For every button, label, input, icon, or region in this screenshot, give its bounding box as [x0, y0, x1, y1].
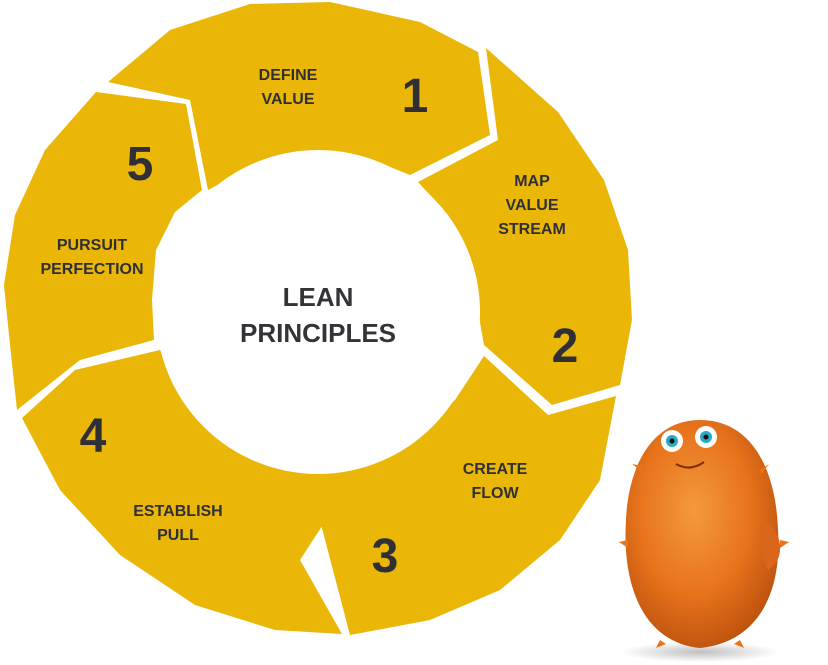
step-1-number: 1: [402, 70, 429, 123]
step-4-label-line-1: ESTABLISH: [133, 503, 222, 520]
step-4-number: 4: [80, 410, 107, 463]
center-hub: LEAN PRINCIPLES: [156, 150, 480, 474]
fuzzy-orange-monster-mascot-icon: [619, 420, 789, 662]
mascot-right-pupil: [703, 434, 709, 440]
mascot-body: [625, 420, 779, 648]
step-2-label-line-1: MAP: [514, 173, 550, 190]
step-1-shape: [108, 2, 490, 190]
step-3-label-line-1: CREATE: [463, 461, 528, 478]
step-2-label-line-2: VALUE: [505, 197, 558, 214]
mascot-arm: [760, 520, 781, 570]
step-3-shape: [302, 356, 616, 635]
step-5-shape: [4, 92, 202, 410]
center-title-line-1: LEAN: [283, 282, 354, 312]
mascot-shadow: [620, 642, 780, 662]
step-3-number: 3: [372, 530, 399, 583]
step-4-segment: ESTABLISH PULL 4: [22, 350, 352, 634]
step-5-label-line-2: PERFECTION: [40, 261, 143, 278]
step-3-segment: CREATE FLOW 3: [302, 356, 616, 635]
step-5-segment: PURSUIT PERFECTION 5: [4, 92, 202, 410]
step-2-label-line-3: STREAM: [498, 221, 566, 238]
step-3-label-line-2: FLOW: [471, 485, 519, 502]
step-1-segment: DEFINE VALUE 1: [108, 2, 490, 190]
step-2-number: 2: [552, 320, 579, 373]
step-2-shape: [418, 48, 632, 405]
step-1-label-line-1: DEFINE: [259, 67, 318, 84]
step-4-label-line-2: PULL: [157, 527, 199, 544]
step-5-label-line-1: PURSUIT: [57, 237, 127, 254]
step-2-segment: MAP VALUE STREAM 2: [418, 48, 632, 405]
step-1-label-line-2: VALUE: [261, 91, 314, 108]
step-5-number: 5: [127, 138, 154, 191]
step-4-shape: [22, 350, 352, 634]
center-circle: [156, 150, 480, 474]
mascot-mouth: [675, 461, 705, 469]
center-title-line-2: PRINCIPLES: [240, 318, 396, 348]
mascot-left-pupil: [669, 438, 675, 444]
